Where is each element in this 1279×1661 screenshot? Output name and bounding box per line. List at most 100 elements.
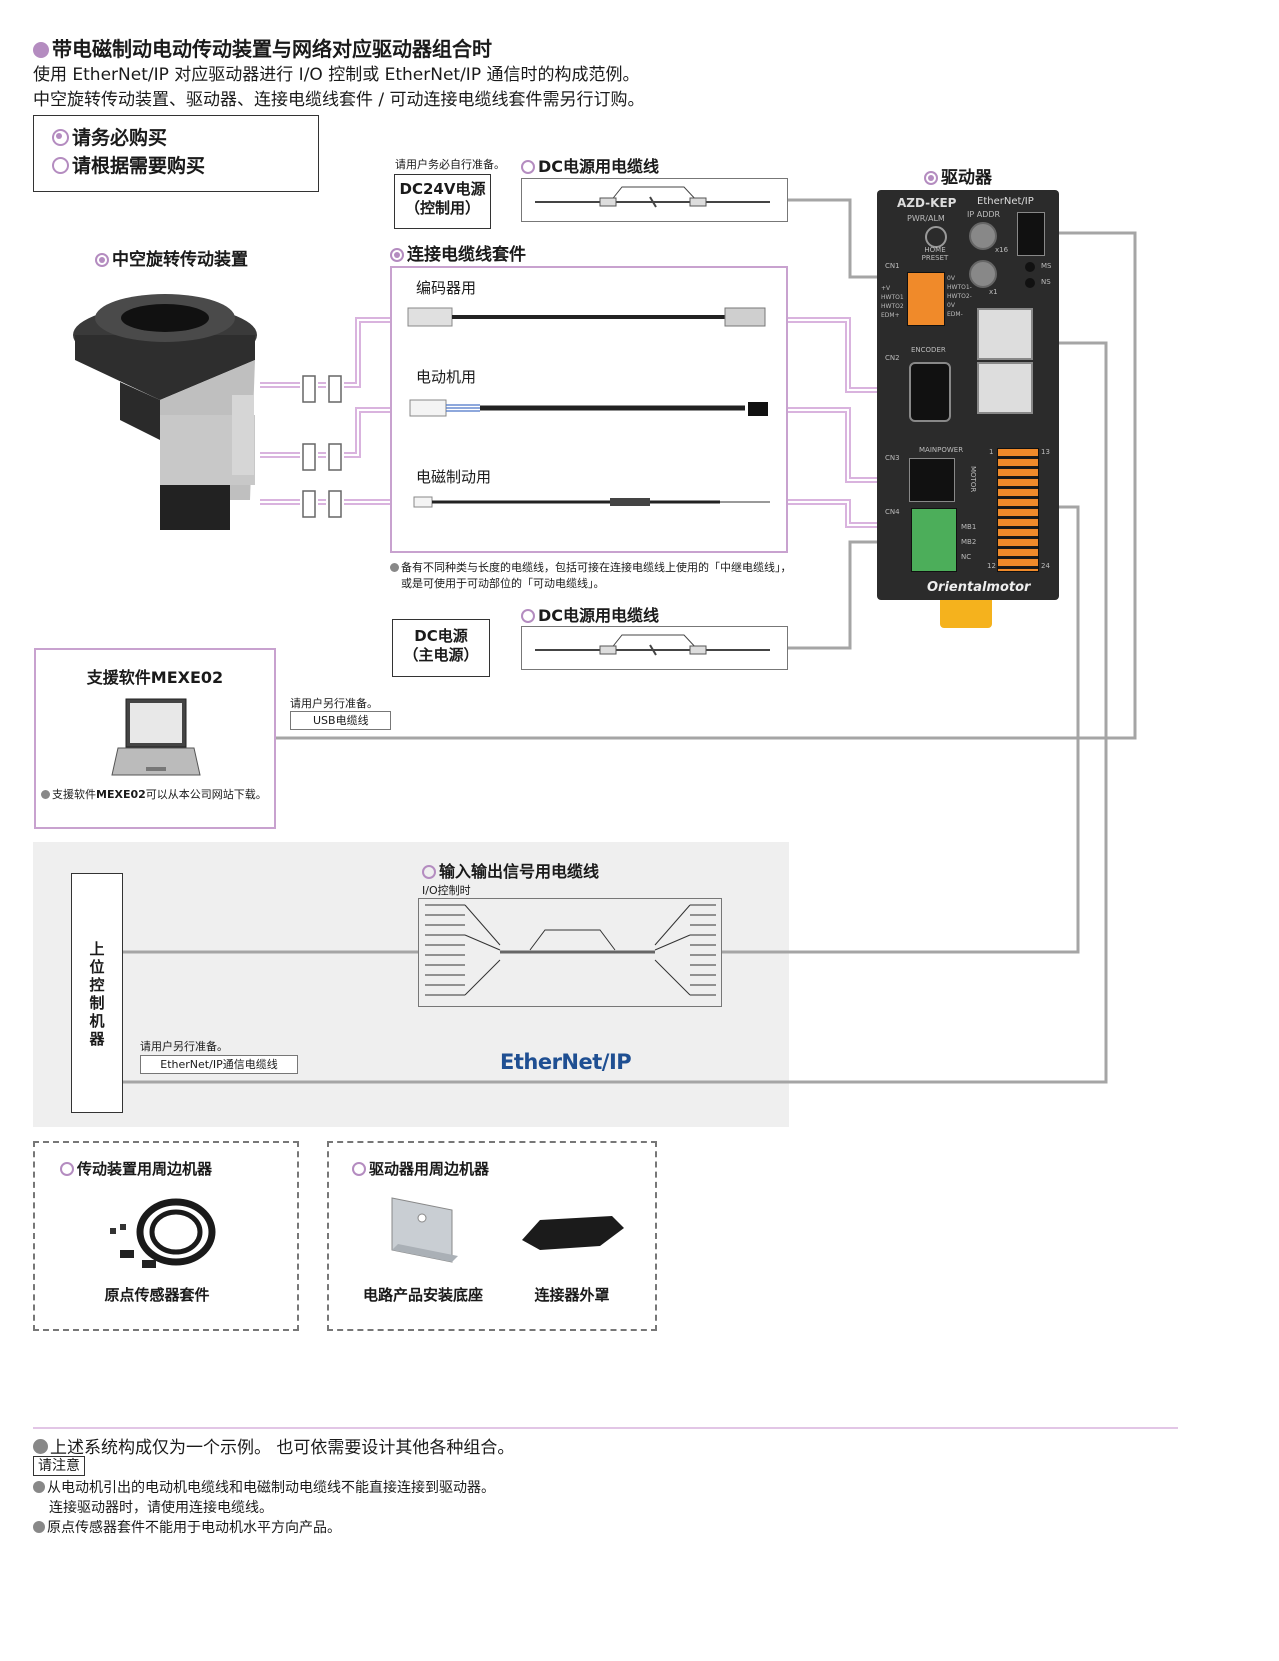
actuator-peripherals-box <box>33 1141 299 1331</box>
kit-note: 备有不同种类与长度的电缆线，包括可接在连接电缆线上使用的「中继电缆线」， 或是可… <box>390 560 792 592</box>
caution-badge: 请注意 <box>33 1456 85 1476</box>
dcmain-cable-image <box>535 634 770 656</box>
cn3-mainpower-connector[interactable] <box>909 458 955 502</box>
optional-icon <box>52 157 69 174</box>
eth-note: 请用户另行准备。 <box>140 1040 228 1053</box>
io-pin-12-label: 12 <box>987 562 996 570</box>
connector-cover-image <box>522 1216 624 1250</box>
sensor-kit-image <box>110 1198 216 1268</box>
io-pin-13-label: 13 <box>1041 448 1050 456</box>
cn1-label: CN1 <box>885 262 900 270</box>
cn4-label: CN4 <box>885 508 900 516</box>
inline-connectors <box>302 375 342 518</box>
dcmain-box-line2: （主电源） <box>403 646 479 664</box>
brake-cable-image <box>413 496 770 508</box>
hollow-rotary-actuator-image <box>73 294 257 530</box>
io-cable-image <box>425 904 716 996</box>
ip-switch-x16[interactable] <box>969 222 997 250</box>
note-bullet-icon <box>33 1439 48 1454</box>
ethernet-port-1[interactable] <box>977 308 1033 360</box>
io-cable-frame <box>418 898 722 1007</box>
eth-cable-label: EtherNet/IP通信电缆线 <box>140 1055 298 1074</box>
legend-optional: 请根据需要购买 <box>72 155 206 177</box>
driver-label: 驱动器 <box>924 163 992 188</box>
footer-line1: 上述系统构成仅为一个示例。 也可依需要设计其他各种组合。 <box>33 1433 514 1458</box>
ms-label: MS <box>1041 262 1052 270</box>
note-bullet-icon <box>33 1521 45 1533</box>
legend-box: 请务必购买 请根据需要购买 <box>33 115 319 192</box>
cn4-brake-connector[interactable] <box>911 508 957 572</box>
wire-io <box>722 505 1080 954</box>
footer-item2: 原点传感器套件不能用于电动机水平方向产品。 <box>33 1518 341 1538</box>
driver-home-preset: HOME PRESET <box>921 246 949 262</box>
actuator-label: 中空旋转传动装置 <box>95 245 248 270</box>
io-cable-label: 输入输出信号用电缆线 <box>422 858 599 882</box>
dcmain-cable-frame <box>521 626 788 670</box>
dc24-box-line2: （控制用） <box>404 199 480 217</box>
driver-network: EtherNet/IP <box>977 196 1034 207</box>
encoder-port-label: ENCODER <box>911 346 946 354</box>
cn2-label: CN2 <box>885 354 900 362</box>
page-title: 带电磁制动电动传动装置与网络对应驱动器组合时 <box>33 33 492 62</box>
ip-switch-x1[interactable] <box>969 260 997 288</box>
host-panel <box>33 842 789 1127</box>
home-preset-button[interactable] <box>925 226 947 248</box>
note-bullet-icon <box>33 1481 45 1493</box>
host-controller-box <box>71 873 123 1113</box>
footer-item1: 从电动机引出的电动机电缆线和电磁制动电缆线不能直接连接到驱动器。 <box>33 1478 495 1498</box>
dcmain-box-line1: DC电源 <box>414 627 468 645</box>
driver-peripherals-title: 驱动器用周边机器 <box>352 1158 489 1179</box>
wire-usb <box>276 231 1137 740</box>
kit-label: 连接电缆线套件 <box>390 240 526 265</box>
dcmain-cable-label: DC电源用电缆线 <box>521 602 659 626</box>
io-pin-24-label: 24 <box>1041 562 1050 570</box>
optional-icon <box>521 160 535 174</box>
ns-label: NS <box>1041 278 1051 286</box>
dc24-box-line1: DC24V电源 <box>399 180 486 198</box>
bullet-icon <box>33 42 49 58</box>
din-mount-image <box>391 1197 458 1263</box>
dcmain-supply-box: DC电源 （主电源） <box>392 619 490 677</box>
driver-ip-addr: IP ADDR <box>967 210 1001 219</box>
kit-encoder-label: 编码器用 <box>416 279 477 297</box>
required-icon <box>924 171 938 185</box>
usb-note: 请用户另行准备。 <box>290 697 378 710</box>
ns-led <box>1025 278 1035 288</box>
driver-brand: Orientalmotor <box>927 580 1031 595</box>
intro-line-2: 中空旋转传动装置、驱动器、连接电缆线套件 / 可动连接电缆线套件需另行订购。 <box>33 90 645 110</box>
optional-icon <box>60 1162 74 1176</box>
cn5-io-connector[interactable] <box>997 448 1039 572</box>
wire-enc-left <box>260 317 392 388</box>
software-title: 支援软件MEXE02 <box>86 668 224 687</box>
encoder-cable-image <box>407 307 766 327</box>
host-controller-label: 上位控制机器 <box>89 940 105 1048</box>
required-icon <box>52 129 69 146</box>
cn2-encoder-connector[interactable] <box>909 362 951 422</box>
cn3-label: CN3 <box>885 454 900 462</box>
motor-port-label: MOTOR <box>969 466 977 493</box>
required-icon <box>95 253 109 267</box>
optional-icon <box>422 865 436 879</box>
io-sub-label: I/O控制时 <box>422 884 471 897</box>
laptop-image <box>111 698 201 776</box>
note-bullet-icon <box>390 563 399 572</box>
usb-port[interactable] <box>1017 212 1045 256</box>
kit-motor-label: 电动机用 <box>416 368 477 386</box>
dc24-note: 请用户务必自行准备。 <box>395 158 505 171</box>
usb-cable-label: USB电缆线 <box>290 711 391 730</box>
dc24-cable-frame <box>521 178 788 222</box>
dc24-cable-label: DC电源用电缆线 <box>521 153 659 177</box>
cn1-connector[interactable] <box>907 272 945 326</box>
driver-pwr-alm: PWR/ALM <box>907 214 945 223</box>
required-icon <box>390 248 404 262</box>
driver-device: AZD-KEP EtherNet/IP PWR/ALM IP ADDR HOME… <box>877 190 1059 600</box>
ethernet-port-2[interactable] <box>977 362 1033 414</box>
din-clip <box>940 600 992 628</box>
intro-line-1: 使用 EtherNet/IP 对应驱动器进行 I/O 控制或 EtherNet/… <box>33 65 640 85</box>
wire-eth <box>122 341 1108 1084</box>
x16-label: x16 <box>995 246 1009 254</box>
software-note: 支援软件MEXE02可以从本公司网站下载。 <box>41 786 267 802</box>
